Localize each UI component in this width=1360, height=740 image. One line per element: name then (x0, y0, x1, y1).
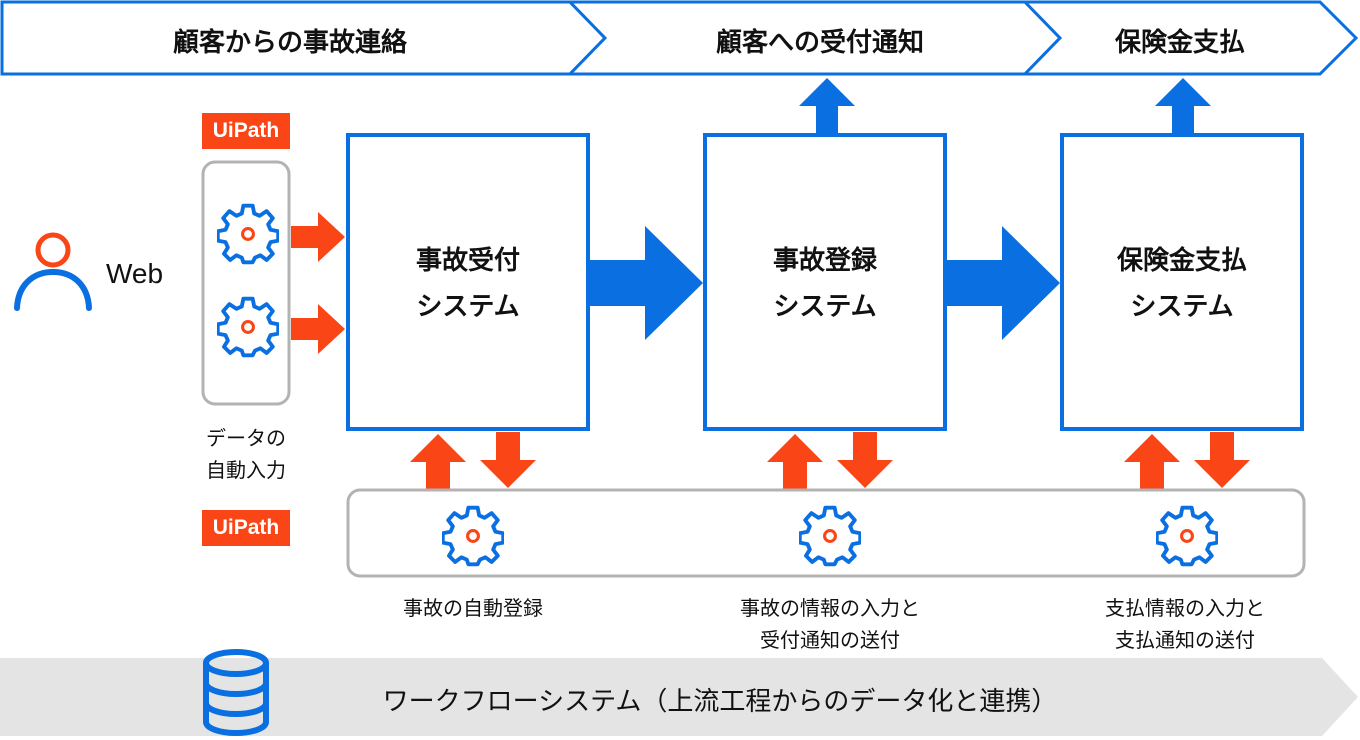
system-2-subtitle: システム (773, 292, 877, 322)
system-box-1 (346, 133, 590, 431)
workflow-label: ワークフローシステム（上流工程からのデータ化と連携） (382, 687, 1058, 717)
system-2-title: 事故登録 (772, 246, 877, 276)
robot-caption-2-line2: 受付通知の送付 (760, 628, 900, 652)
data-entry-robot-box (201, 160, 291, 406)
web-label: Web (106, 258, 164, 289)
uipath-badge: UiPath (202, 510, 290, 546)
orange-down-arrow (837, 432, 893, 488)
phase-chevron-3 (1021, 0, 1359, 76)
robot-caption-3-line1: 支払情報の入力と (1105, 596, 1265, 620)
orange-down-arrow (480, 432, 536, 488)
system-box-3 (1060, 133, 1304, 431)
workflow-bar (0, 658, 1358, 736)
phase-label-1: 顧客からの事故連絡 (172, 28, 407, 58)
system-3-title: 保険金支払 (1116, 246, 1247, 276)
robot-caption-2-line1: 事故の情報の入力と (740, 596, 920, 620)
robot-caption-3-line2: 支払通知の送付 (1115, 628, 1255, 652)
orange-down-arrow (1194, 432, 1250, 488)
robot-caption-1-line1: 事故の自動登録 (403, 596, 543, 620)
uipath-badge: UiPath (202, 113, 290, 149)
data-entry-caption-line1: データの (206, 426, 286, 450)
flow-arrow-2-to-3 (945, 226, 1060, 340)
orange-up-arrow (410, 434, 466, 490)
system-1-title: 事故受付 (415, 246, 520, 276)
system-3-subtitle: システム (1130, 292, 1234, 322)
phase-label-2: 顧客への受付通知 (715, 28, 924, 58)
person-icon (14, 232, 92, 311)
data-entry-caption-line2: 自動入力 (206, 458, 286, 482)
system-1-subtitle: システム (416, 292, 520, 322)
up-arrow-phase-3 (1155, 78, 1211, 134)
phase-header (0, 0, 1359, 76)
orange-up-arrow (1124, 434, 1180, 490)
up-arrow-phase-2 (799, 78, 855, 134)
orange-up-arrow (767, 434, 823, 490)
database-icon (203, 649, 269, 736)
system-box-2 (703, 133, 947, 431)
orange-right-arrow (291, 212, 345, 262)
flow-arrow-1-to-2 (588, 226, 703, 340)
orange-right-arrow (291, 304, 345, 354)
phase-label-3: 保険金支払 (1114, 28, 1245, 58)
